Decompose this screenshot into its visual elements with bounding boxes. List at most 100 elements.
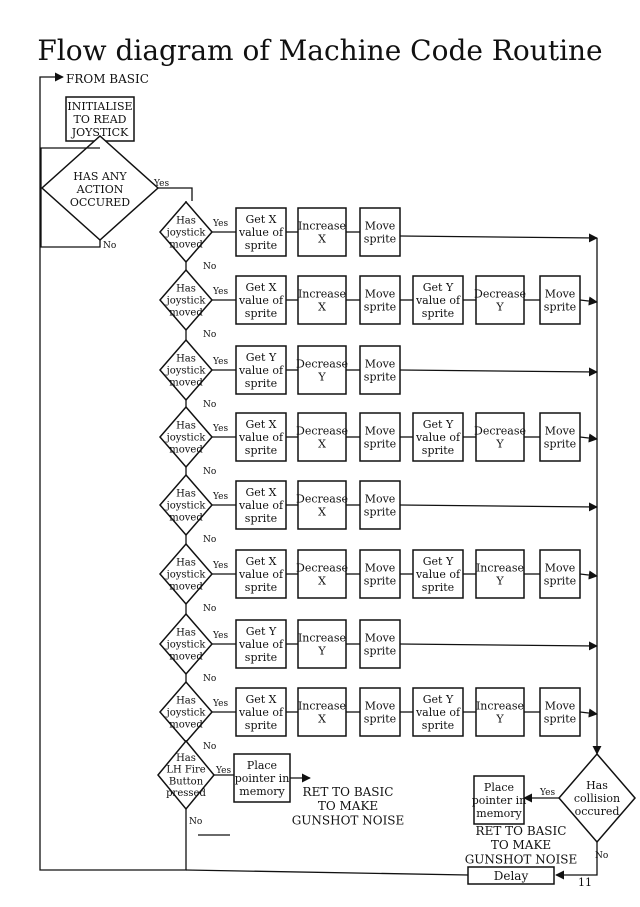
process-box [235, 345, 287, 395]
process-text: sprite [245, 377, 277, 390]
process-text: Increase [298, 219, 346, 232]
yes-label: Yes [212, 219, 228, 229]
process-text: sprite [422, 307, 454, 320]
process-box [475, 412, 525, 462]
yes-label: Yes [153, 179, 169, 189]
process-text: sprite [544, 437, 576, 450]
process-box [235, 275, 287, 325]
joystick-moved-text: Has [176, 216, 196, 227]
process-text: X [318, 437, 326, 450]
process-text: sprite [364, 232, 396, 245]
process-text: Decrease [296, 357, 348, 370]
no-label: No [203, 262, 216, 272]
process-box [297, 412, 347, 462]
process-text: Get X [245, 213, 276, 226]
collision-place-pointer-box [473, 775, 525, 825]
process-box [359, 345, 401, 395]
process-box [359, 207, 401, 257]
process-text: sprite [544, 712, 576, 725]
process-text: Get X [245, 418, 276, 431]
no-label: No [203, 400, 216, 410]
fire-ret-note: TO MAKE [318, 799, 378, 813]
process-text: sprite [422, 581, 454, 594]
joystick-moved-diamond [159, 612, 213, 676]
has-any-action-text: ACTION [76, 183, 124, 196]
process-text: sprite [245, 651, 277, 664]
process-text: Get Y [246, 625, 277, 638]
process-text: Move [545, 699, 576, 712]
process-text: sprite [245, 581, 277, 594]
fire-button-text: pressed [166, 788, 206, 799]
fire-place-pointer-text: pointer in [235, 772, 290, 785]
process-text: X [318, 712, 326, 725]
joystick-moved-diamond [159, 473, 213, 537]
fire-button-diamond [157, 739, 215, 811]
joystick-moved-text: Has [176, 558, 196, 569]
fire-place-pointer-text: Place [247, 759, 277, 772]
process-text: Get Y [423, 418, 454, 431]
process-text: sprite [364, 505, 396, 518]
row-exit-line [579, 708, 598, 718]
process-text: sprite [245, 719, 277, 732]
process-text: Get Y [246, 351, 277, 364]
process-text: value of [415, 431, 461, 444]
process-text: Y [495, 437, 504, 450]
process-text: Decrease [474, 287, 526, 300]
fire-ret-note: GUNSHOT NOISE [292, 813, 405, 827]
process-text: Decrease [474, 424, 526, 437]
joystick-moved-text: moved [169, 651, 203, 662]
process-text: Move [365, 561, 396, 574]
process-box [235, 687, 287, 737]
process-text: sprite [364, 644, 396, 657]
process-text: value of [238, 568, 284, 581]
joystick-moved-text: joystick [166, 570, 207, 581]
joystick-moved-text: moved [169, 239, 203, 250]
process-text: Y [317, 644, 326, 657]
process-text: value of [238, 638, 284, 651]
no-label: No [595, 851, 608, 861]
process-box [297, 480, 347, 530]
process-text: value of [415, 568, 461, 581]
collision-text: collision [574, 792, 620, 805]
process-text: Get Y [423, 555, 454, 568]
process-box [297, 207, 347, 257]
collision-place-pointer-text: Place [484, 781, 514, 794]
process-box [297, 549, 347, 599]
joystick-moved-text: joystick [166, 296, 207, 307]
fire-button-text: Button [169, 776, 204, 787]
no-label: No [203, 742, 216, 752]
joystick-moved-text: Has [176, 354, 196, 365]
yes-label: Yes [212, 699, 228, 709]
process-text: Y [495, 300, 504, 313]
process-text: value of [238, 226, 284, 239]
process-box [235, 549, 287, 599]
process-text: sprite [245, 239, 277, 252]
process-text: Increase [298, 287, 346, 300]
collision-text: occured [575, 805, 620, 818]
row-exit-line [399, 233, 598, 243]
fire-button-text: Has [176, 753, 196, 764]
process-text: value of [238, 499, 284, 512]
page-number: 11 [578, 876, 592, 889]
process-text: Get X [245, 486, 276, 499]
process-text: Move [365, 699, 396, 712]
process-box [297, 345, 347, 395]
process-text: Move [545, 424, 576, 437]
process-text: Increase [476, 561, 524, 574]
process-text: sprite [544, 574, 576, 587]
has-any-action-text: OCCURED [70, 196, 130, 209]
no-label: No [203, 330, 216, 340]
no-to-delay-line [555, 842, 598, 880]
yes-label: Yes [212, 287, 228, 297]
process-text: value of [415, 294, 461, 307]
yes-label: Yes [212, 631, 228, 641]
delay-text: Delay [494, 869, 529, 883]
yes-connector [158, 187, 193, 201]
initialise-box [65, 96, 135, 142]
joystick-moved-text: Has [176, 628, 196, 639]
collision-place-pointer-text: pointer in [472, 794, 527, 807]
joystick-moved-text: Has [176, 284, 196, 295]
process-text: Move [365, 357, 396, 370]
